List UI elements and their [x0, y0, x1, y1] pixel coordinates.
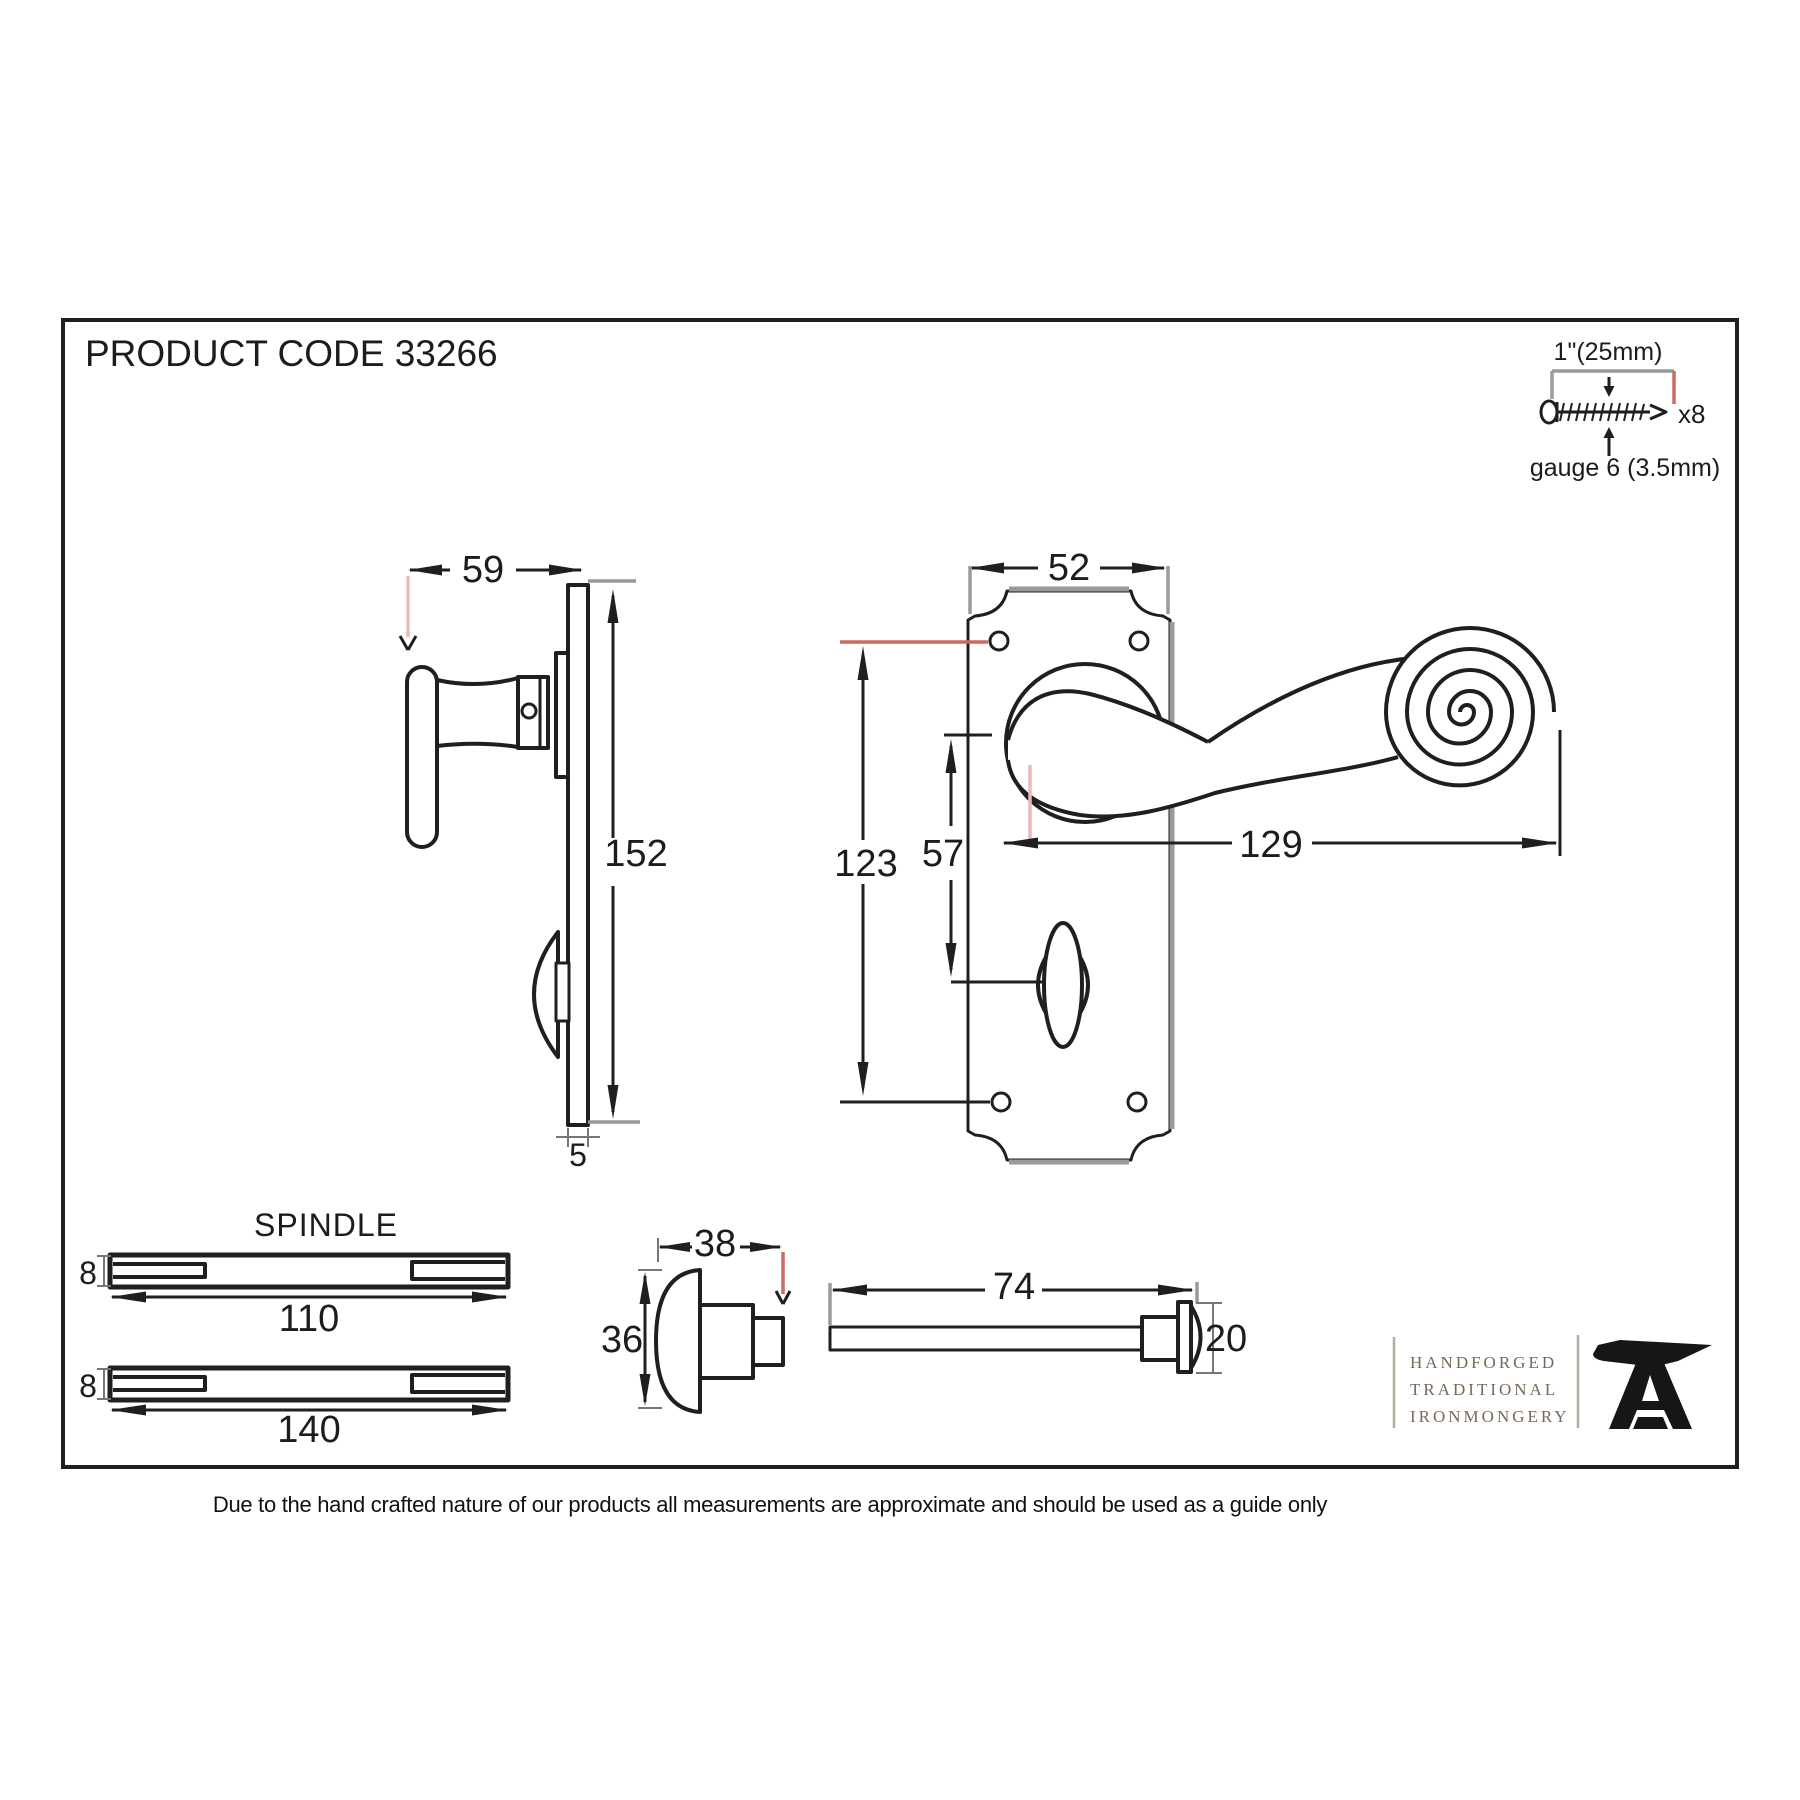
- logo-line1: HANDFORGED: [1410, 1353, 1557, 1372]
- logo-line3: IRONMONGERY: [1410, 1407, 1570, 1426]
- svg-text:74: 74: [993, 1266, 1035, 1308]
- dim-129: 129: [1002, 730, 1562, 866]
- rod-cap: [1176, 1300, 1193, 1374]
- screw-quantity-label: x8: [1678, 399, 1705, 429]
- screw-hole-bottom-left: [990, 1091, 1012, 1113]
- svg-text:5: 5: [569, 1137, 587, 1173]
- svg-text:8: 8: [79, 1255, 97, 1291]
- screw-length-label: 1"(25mm): [1554, 338, 1663, 366]
- rod-block: [1140, 1315, 1180, 1362]
- screw-hole-top-right: [1128, 630, 1150, 652]
- handle-front-view: 52 123 57: [834, 547, 1562, 1165]
- rose-side: [554, 651, 570, 779]
- drawing-border: [61, 318, 1739, 1469]
- screw-hole-bottom-right: [1126, 1091, 1148, 1113]
- monkeytail-spiral: [1384, 626, 1556, 788]
- svg-text:57: 57: [922, 833, 964, 875]
- disclaimer-text: Due to the hand crafted nature of our pr…: [213, 1492, 1327, 1517]
- grip-side: [405, 665, 439, 849]
- thumbturn-front: [1036, 921, 1090, 1049]
- svg-text:8: 8: [79, 1368, 97, 1404]
- dim-152: 152: [588, 579, 668, 1124]
- screw-icon: [1539, 399, 1668, 425]
- anvil-icon: [1593, 1340, 1712, 1429]
- svg-text:59: 59: [462, 549, 504, 591]
- dim-36: 36: [601, 1269, 662, 1409]
- svg-text:110: 110: [279, 1298, 340, 1340]
- dim-38: 38: [657, 1223, 792, 1305]
- logo-line2: TRADITIONAL: [1410, 1380, 1558, 1399]
- dim-59: 59: [398, 549, 583, 651]
- svg-text:38: 38: [694, 1223, 736, 1265]
- dim-57: 57: [922, 733, 1042, 984]
- dim-74: 74: [828, 1266, 1199, 1325]
- spindle-bar-140: 8 140: [79, 1365, 511, 1451]
- spindle-section: SPINDLE 8 110 8 140: [79, 1207, 511, 1451]
- screw-detail: 1"(25mm) x8 gauge 6 (3.5mm): [1530, 338, 1720, 482]
- set-screw: [520, 702, 538, 720]
- dim-123: 123: [834, 646, 990, 1104]
- dim-5: 5: [556, 1128, 600, 1173]
- handle-side-view: 59 152 5: [398, 549, 668, 1173]
- svg-text:52: 52: [1048, 547, 1090, 589]
- svg-text:20: 20: [1205, 1318, 1247, 1360]
- turn-knob-side: [532, 930, 560, 1059]
- svg-text:152: 152: [604, 833, 667, 875]
- brand-logo: HANDFORGED TRADITIONAL IRONMONGERY: [1392, 1335, 1712, 1429]
- backplate-side: [566, 583, 590, 1127]
- turn-piece-detail: 38 36: [601, 1223, 792, 1414]
- dim-20: 20: [1196, 1302, 1247, 1374]
- rod-shaft: [828, 1325, 1144, 1352]
- svg-text:129: 129: [1239, 824, 1302, 866]
- product-code-label: PRODUCT CODE 33266: [85, 333, 498, 374]
- turn-knob: [654, 1268, 702, 1414]
- svg-text:36: 36: [601, 1319, 643, 1361]
- spindle-title: SPINDLE: [254, 1207, 398, 1243]
- neck-side: [435, 676, 520, 749]
- svg-text:140: 140: [277, 1409, 340, 1451]
- spindle-bar-110: 8 110: [79, 1252, 511, 1340]
- dim-52: 52: [968, 547, 1170, 614]
- screw-hole-top-left: [988, 630, 1010, 652]
- screw-gauge-label: gauge 6 (3.5mm): [1530, 454, 1720, 482]
- release-rod-detail: 74 20: [828, 1266, 1247, 1374]
- turn-collar-side: [554, 961, 571, 1023]
- svg-text:123: 123: [834, 843, 897, 885]
